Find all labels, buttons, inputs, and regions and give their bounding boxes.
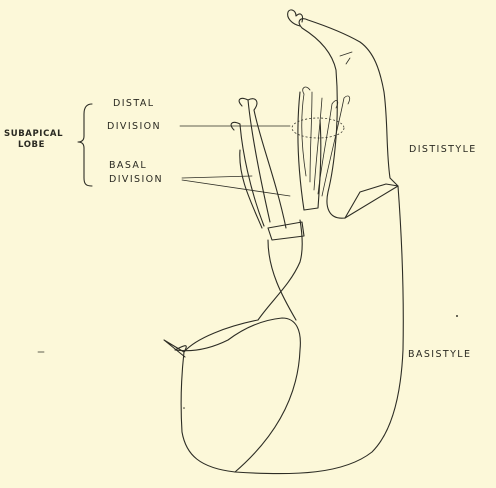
dististyle-claw (288, 10, 303, 26)
speck (183, 407, 185, 409)
basal-division-base (268, 222, 304, 320)
basal-division-leader-1 (182, 176, 252, 178)
dististyle-mark (340, 52, 352, 64)
label-subapical-line2: LOBE (18, 140, 45, 151)
label-basal-line2: DIVISION (109, 174, 163, 185)
basistyle-spine (164, 340, 185, 357)
distal-division-filaments (302, 87, 350, 196)
label-distal-line2: DIVISION (107, 121, 161, 132)
basistyle-inner-lobe (175, 318, 300, 472)
speck (456, 315, 458, 317)
subapical-bracket (78, 104, 92, 186)
label-basal-line1: BASAL (109, 160, 147, 171)
label-dististyle: DISTISTYLE (409, 144, 477, 155)
label-distal-line1: DISTAL (113, 98, 154, 109)
basal-division-leader-2 (182, 180, 290, 196)
basistyle-outline (181, 186, 403, 474)
label-subapical-line1: SUBAPICAL (4, 129, 63, 140)
label-basistyle: BASISTYLE (408, 349, 471, 360)
basal-division-filaments (231, 98, 286, 228)
